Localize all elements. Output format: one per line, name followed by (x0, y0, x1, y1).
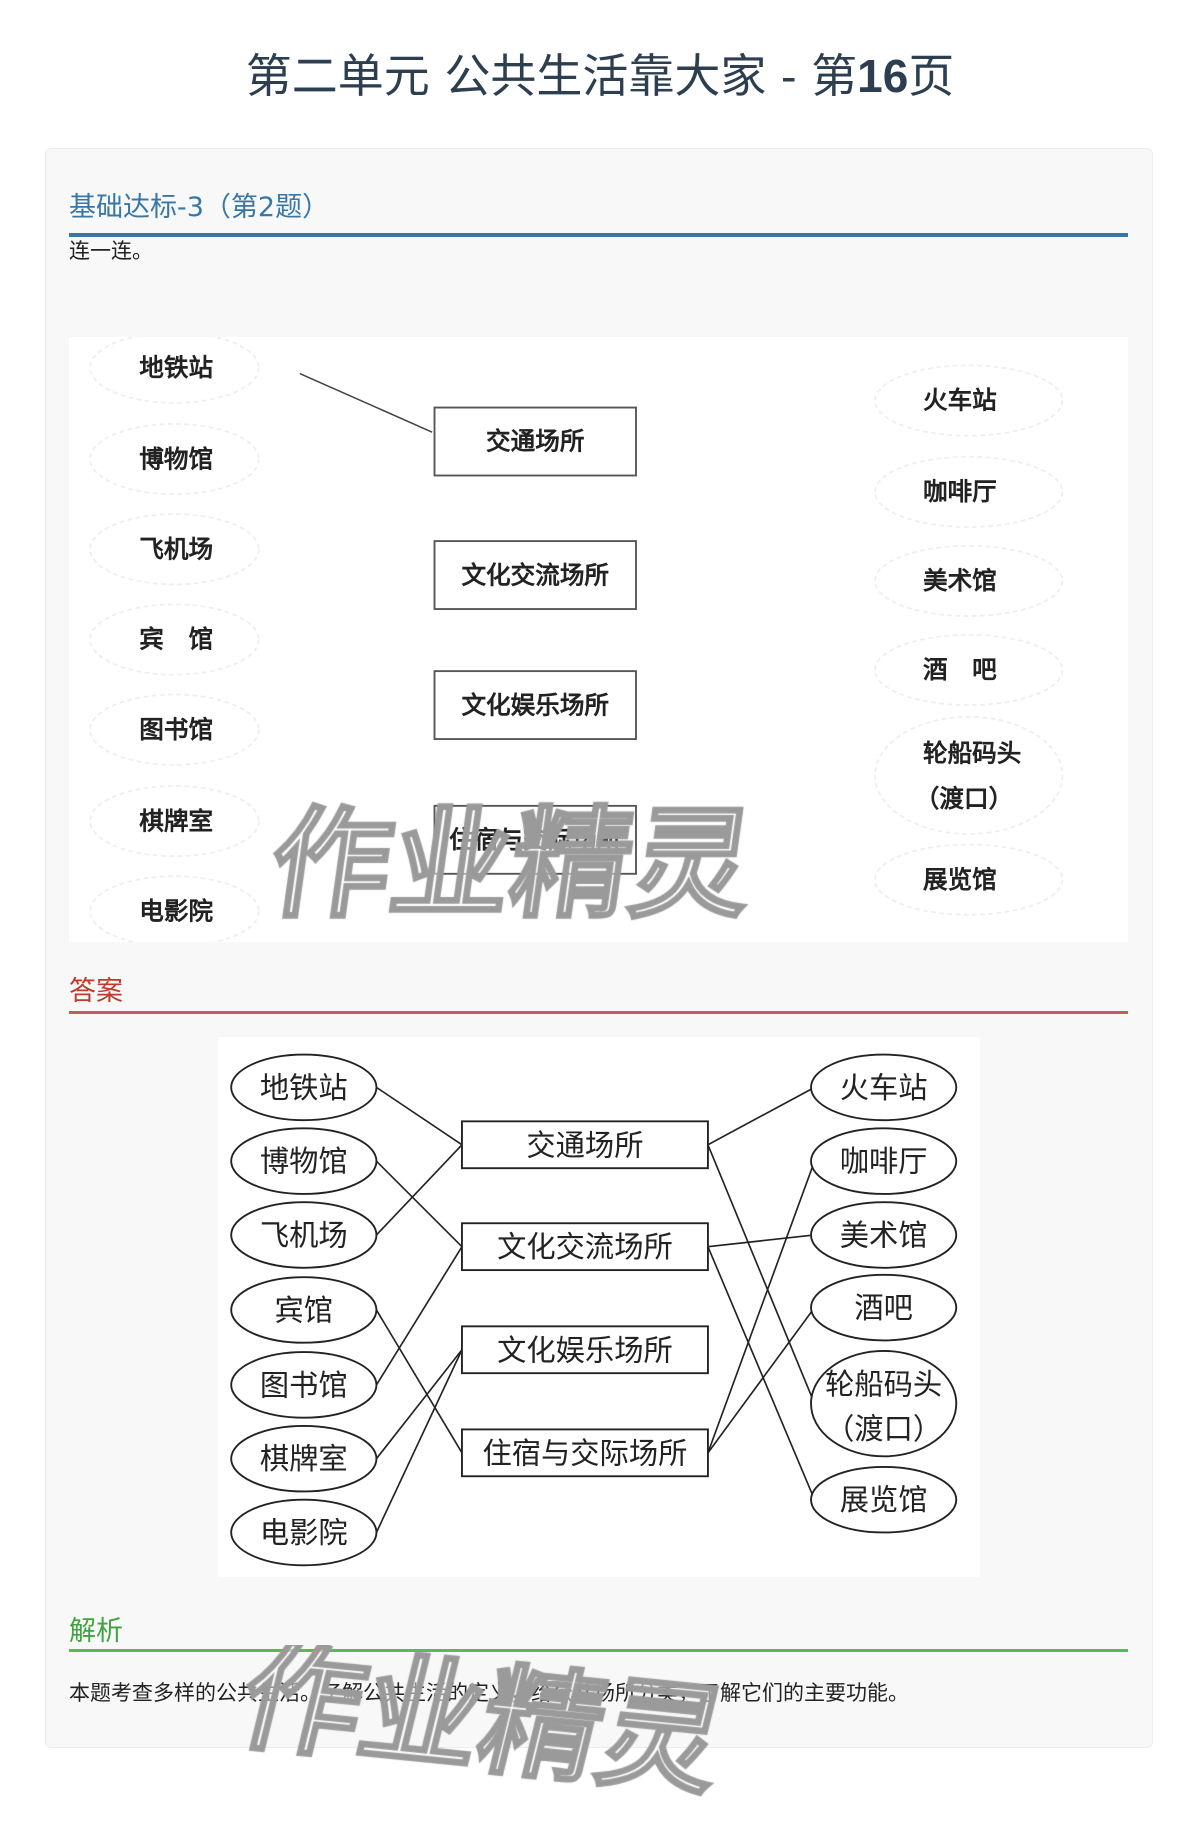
answer-connector-line (707, 1144, 816, 1404)
answer-connector-line (375, 1309, 463, 1454)
question-card: 基础达标-3（第2题） 连一连。 地铁站博物馆飞机场宾 馆图书馆棋牌室电影院交通… (45, 148, 1153, 1748)
answer-category-label: 住宿与交际场所 (483, 1436, 688, 1470)
answer-right-label: 展览馆 (840, 1483, 928, 1517)
answer-right-oval (810, 1465, 958, 1534)
answer-right-label: 轮船码头 (825, 1367, 942, 1401)
right-item-label: （渡口） (915, 784, 1013, 813)
answer-left-oval (230, 1498, 378, 1567)
category-label: 住宿与交际场所 (449, 825, 622, 854)
page-number: 16 (857, 50, 909, 102)
question-image: 地铁站博物馆飞机场宾 馆图书馆棋牌室电影院 交通场所文化交流场所文化娱乐场所住宿与… (69, 331, 1128, 948)
question-prompt: 连一连。 (69, 239, 153, 263)
category-box (433, 540, 637, 610)
explanation-text: 本题考查多样的公共生活。了解公共生活的定义，给公共场所分类，了解它们的主要功能。 (69, 1681, 909, 1705)
left-item-label: 棋牌室 (139, 806, 213, 835)
left-item-label: 地铁站 (139, 353, 213, 382)
answer-connector-line (707, 1307, 816, 1454)
right-item-label: 轮船码头 (923, 738, 1021, 767)
answer-left-label: 宾馆 (275, 1293, 334, 1327)
left-item-label: 图书馆 (139, 715, 213, 744)
answer-connector-line (375, 1349, 463, 1533)
answer-left-label: 地铁站 (260, 1071, 348, 1105)
answer-category-box (461, 1325, 709, 1375)
left-item-label: 电影院 (139, 896, 213, 925)
right-item-label: 美术馆 (923, 566, 997, 595)
answer-connector-line (707, 1234, 815, 1248)
answer-connector-line (707, 1246, 816, 1501)
answer-left-oval (230, 1127, 378, 1195)
answer-right-label: 美术馆 (840, 1219, 928, 1253)
answer-category-label: 文化交流场所 (497, 1230, 673, 1264)
answer-right-oval (810, 1053, 958, 1122)
category-box (433, 406, 637, 477)
answer-image: 地铁站博物馆飞机场宾馆图书馆棋牌室电影院 交通场所文化交流场所文化娱乐场所住宿与交… (218, 1037, 980, 1577)
answer-right-oval (810, 1349, 958, 1458)
right-item-oval (874, 715, 1064, 835)
answer-connector-line (375, 1086, 463, 1146)
left-item-label: 博物馆 (139, 444, 213, 473)
answer-left-label: 飞机场 (260, 1219, 348, 1253)
answer-right-label: （渡口） (825, 1412, 942, 1446)
answer-category-box (461, 1222, 709, 1272)
answer-left-oval (230, 1351, 378, 1419)
answer-category-label: 文化娱乐场所 (497, 1333, 673, 1367)
answer-category-box (461, 1120, 709, 1170)
answer-left-label: 棋牌室 (260, 1442, 348, 1476)
right-item-label: 展览馆 (923, 865, 997, 894)
left-item-oval (89, 693, 260, 766)
answer-right-label: 火车站 (840, 1071, 928, 1105)
answer-connector-line (375, 1246, 463, 1386)
page-title: 第二单元 公共生活靠大家 - 第16页 (0, 40, 1200, 106)
answer-left-label: 电影院 (260, 1516, 348, 1550)
right-item-label: 酒 吧 (923, 655, 997, 684)
page-title-suffix: 页 (908, 49, 955, 103)
answer-connector-line (707, 1086, 815, 1146)
right-item-label: 咖啡厅 (923, 477, 997, 506)
answer-heading: 答案 (69, 969, 1128, 1014)
answer-left-oval (230, 1201, 378, 1269)
answer-category-label: 交通场所 (526, 1128, 643, 1162)
category-label: 文化交流场所 (461, 560, 609, 589)
left-item-oval (89, 331, 260, 404)
answer-left-label: 博物馆 (260, 1145, 348, 1179)
category-label: 文化娱乐场所 (461, 690, 609, 719)
answer-right-oval (810, 1273, 958, 1342)
left-item-oval (89, 603, 260, 676)
answer-left-label: 图书馆 (260, 1368, 348, 1402)
answer-left-oval (230, 1424, 378, 1493)
category-label: 交通场所 (486, 427, 585, 456)
answer-connector-line (707, 1160, 816, 1454)
category-box (433, 670, 637, 741)
answer-right-label: 酒吧 (854, 1291, 913, 1325)
right-item-oval (874, 544, 1064, 617)
answer-connector-line (375, 1160, 463, 1248)
right-item-label: 火车站 (923, 386, 997, 415)
explanation-heading: 解析 (69, 1609, 1128, 1652)
answer-category-box (461, 1428, 709, 1478)
answer-right-oval (810, 1201, 958, 1269)
answer-left-oval (230, 1053, 378, 1122)
answer-connector-line (375, 1349, 463, 1460)
answer-right-label: 咖啡厅 (840, 1145, 928, 1179)
question-heading: 基础达标-3（第2题） (69, 185, 1128, 237)
connector-line (299, 372, 433, 433)
left-item-label: 宾 馆 (139, 625, 213, 654)
answer-connector-line (375, 1144, 463, 1236)
left-item-label: 飞机场 (139, 534, 213, 563)
answer-left-oval (230, 1276, 378, 1344)
page-title-prefix: 第二单元 公共生活靠大家 - 第 (245, 49, 858, 103)
answer-right-oval (810, 1127, 958, 1195)
